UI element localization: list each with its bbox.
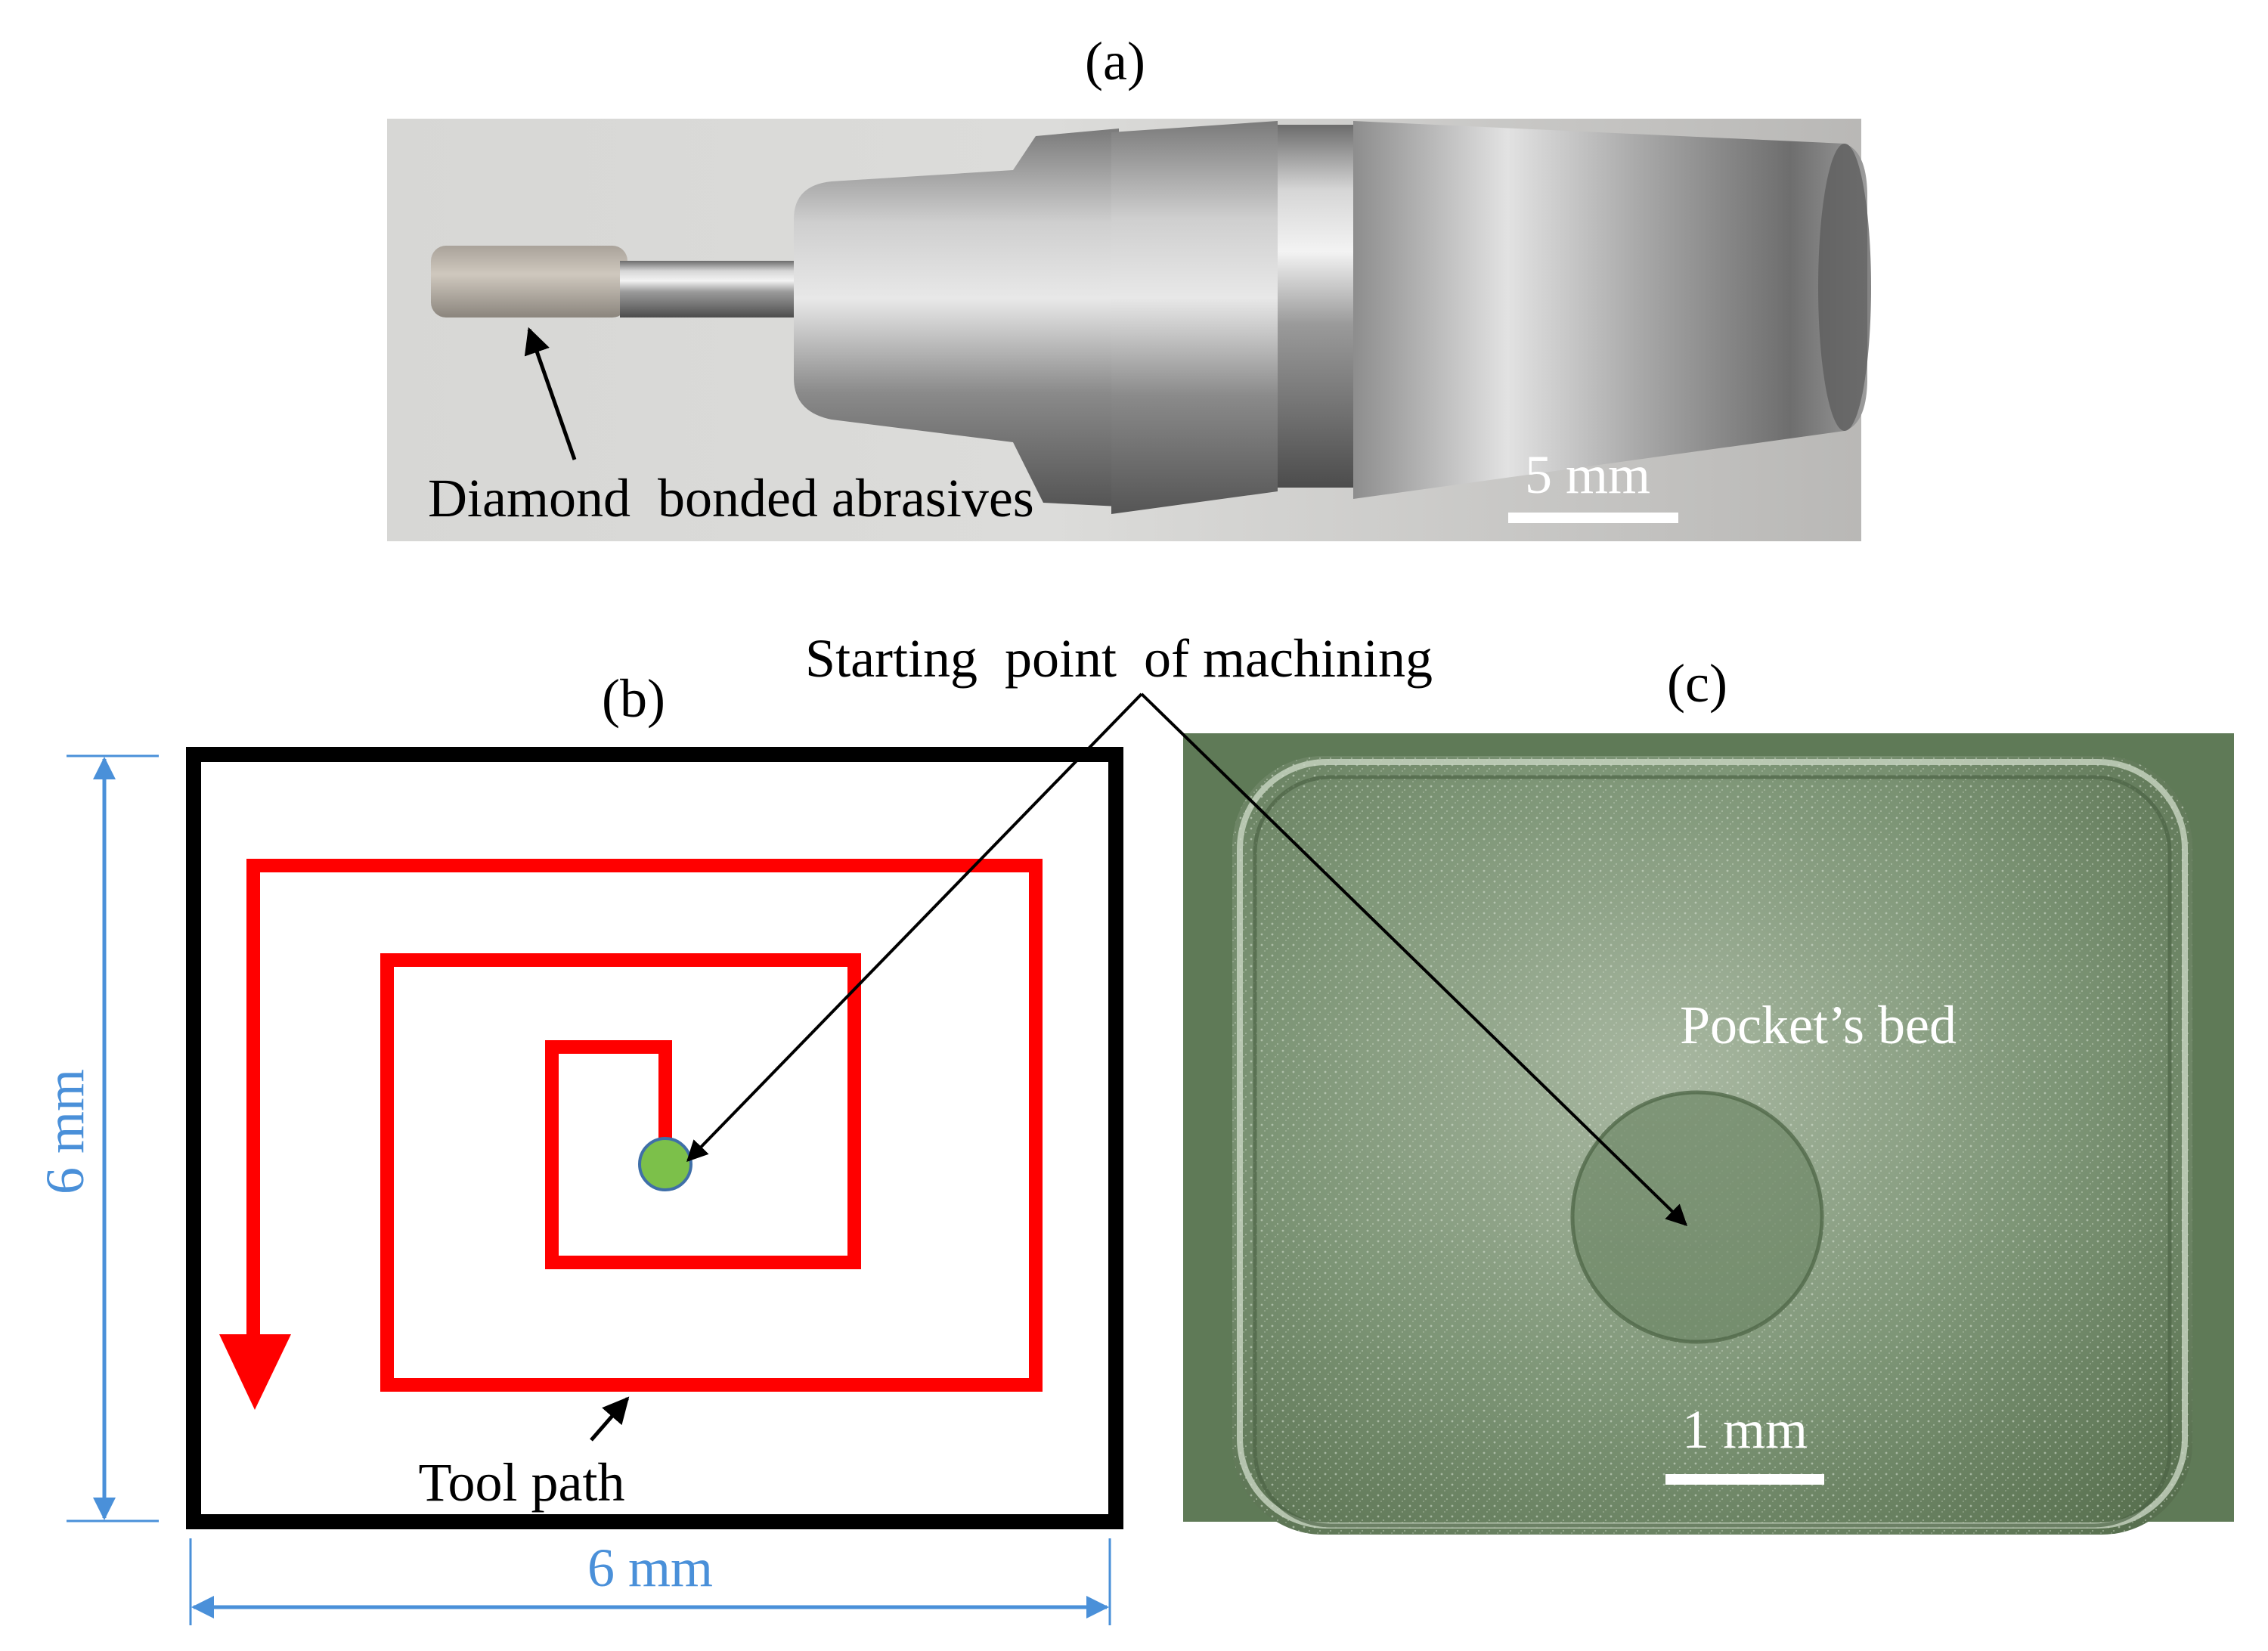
- collet-ring: [1270, 125, 1361, 488]
- scale-bar-a: [1508, 513, 1678, 523]
- tool-path: [246, 859, 1043, 1392]
- pocket-micrograph: [1183, 733, 2234, 1535]
- tool-shank: [620, 261, 798, 318]
- pocket-outline: [186, 747, 1123, 1529]
- abrasive-tip: [431, 246, 627, 318]
- abrasive-annotation: Diamond bonded abrasives: [428, 468, 1034, 528]
- scale-bar-c: [1665, 1474, 1824, 1485]
- scale-bar-c-label: 1 mm: [1682, 1399, 1808, 1460]
- tool-path-arrowhead: [219, 1334, 291, 1410]
- tool-entry-mark-rim: [1570, 1090, 1824, 1344]
- collet-neck: [1111, 121, 1278, 514]
- panel-b-label: (b): [602, 668, 665, 729]
- start-point-label: Starting point of machining: [805, 628, 1433, 689]
- tool-photo: [387, 119, 1871, 541]
- tool-entry-mark: [1572, 1092, 1822, 1342]
- pocket-wall-inner: [1253, 775, 2172, 1528]
- start-point: [638, 1137, 692, 1191]
- tool-path-label: Tool path: [419, 1452, 625, 1513]
- pocket-bed-label: Pocket’s bed: [1680, 995, 1957, 1055]
- start-pointer-arrow-c: [1140, 692, 1688, 1226]
- panel-a-label: (a): [1085, 31, 1145, 91]
- panel-c-label: (c): [1667, 653, 1727, 714]
- cone-end-face: [1818, 144, 1871, 431]
- dim-h-label: 6 mm: [587, 1538, 713, 1598]
- scale-bar-a-label: 5 mm: [1525, 444, 1650, 505]
- tool-path-pointer-arrow: [590, 1396, 630, 1442]
- collet-body: [794, 129, 1119, 506]
- start-pointer-arrow-b: [686, 692, 1143, 1163]
- abrasive-pointer-arrow: [524, 327, 577, 460]
- dim-v-label: 6 mm: [35, 1069, 95, 1194]
- tool-holder-cone: [1353, 121, 1867, 499]
